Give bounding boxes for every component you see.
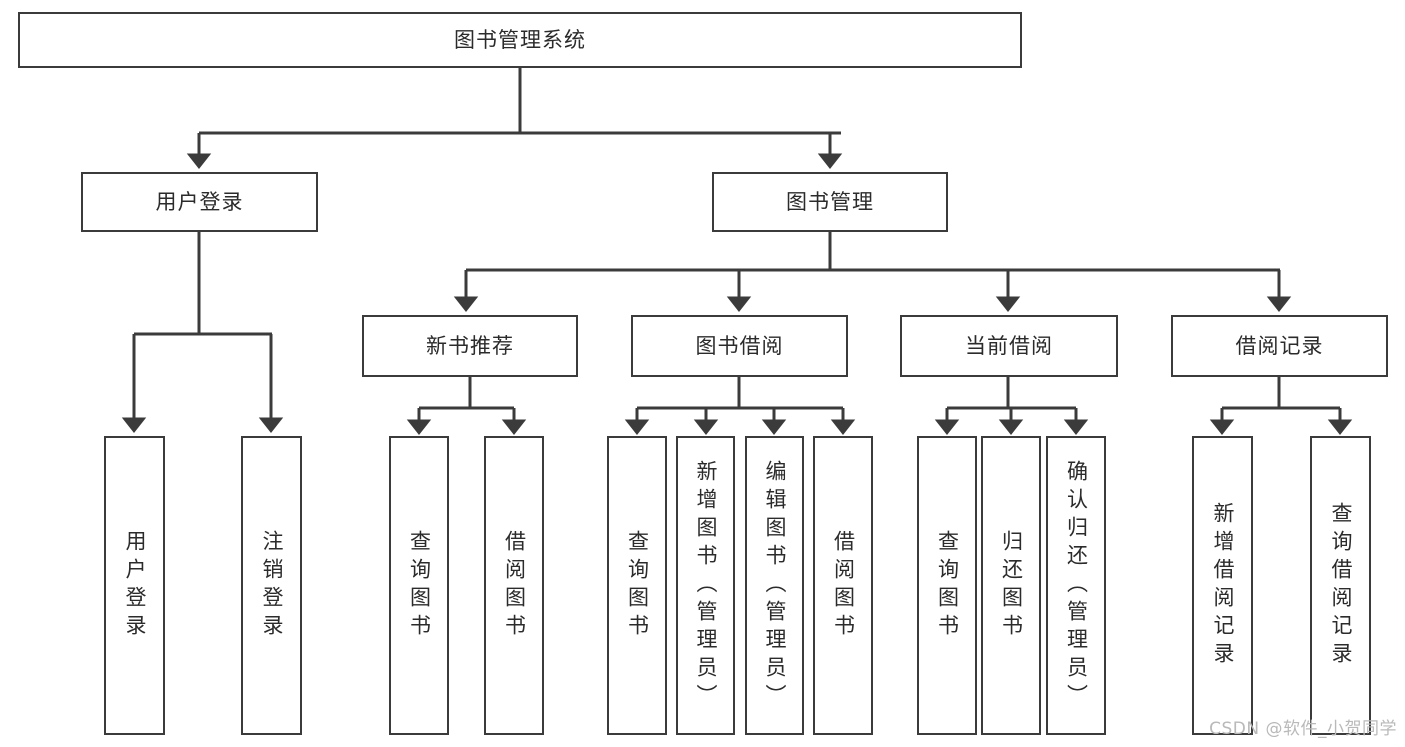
node-leaf-borrow-book-2[interactable]: 借阅图书 [813, 436, 873, 735]
node-leaf-return-book[interactable]: 归还图书 [981, 436, 1041, 735]
node-leaf-query-book-2[interactable]: 查询图书 [607, 436, 667, 735]
node-leaf-edit-book[interactable]: 编辑图书（管理员） [745, 436, 804, 735]
node-label: 图书管理 [786, 189, 874, 214]
node-leaf-user-login[interactable]: 用户登录 [104, 436, 165, 735]
node-label: 新增借阅记录 [1211, 501, 1235, 670]
node-leaf-add-record[interactable]: 新增借阅记录 [1192, 436, 1253, 735]
node-book-borrow[interactable]: 图书借阅 [631, 315, 848, 377]
node-label: 注销登录 [260, 529, 284, 642]
node-new-book-recommend[interactable]: 新书推荐 [362, 315, 578, 377]
node-label: 当前借阅 [965, 333, 1053, 358]
node-leaf-confirm-return[interactable]: 确认归还（管理员） [1046, 436, 1106, 735]
node-label: 用户登录 [155, 189, 244, 214]
node-label: 归还图书 [999, 529, 1024, 642]
node-label: 借阅图书 [831, 529, 856, 642]
node-label: 借阅记录 [1235, 333, 1324, 358]
node-label: 新增图书（管理员） [694, 459, 718, 712]
node-leaf-borrow-book-1[interactable]: 借阅图书 [484, 436, 544, 735]
node-label: 查询图书 [407, 529, 432, 642]
node-current-borrow[interactable]: 当前借阅 [900, 315, 1118, 377]
node-label: 查询图书 [935, 529, 960, 642]
node-label: 图书管理系统 [454, 27, 586, 52]
node-borrow-record[interactable]: 借阅记录 [1171, 315, 1388, 377]
node-leaf-user-logout[interactable]: 注销登录 [241, 436, 302, 735]
node-leaf-query-book-1[interactable]: 查询图书 [389, 436, 449, 735]
node-label: 新书推荐 [426, 333, 514, 358]
node-label: 编辑图书（管理员） [763, 459, 787, 712]
node-label: 确认归还（管理员） [1064, 459, 1089, 712]
node-label: 查询借阅记录 [1329, 501, 1353, 670]
node-label: 查询图书 [625, 529, 650, 642]
node-leaf-query-record[interactable]: 查询借阅记录 [1310, 436, 1371, 735]
node-label: 借阅图书 [502, 529, 527, 642]
node-leaf-query-book-3[interactable]: 查询图书 [917, 436, 977, 735]
node-book-manage[interactable]: 图书管理 [712, 172, 948, 232]
node-leaf-add-book[interactable]: 新增图书（管理员） [676, 436, 735, 735]
node-root[interactable]: 图书管理系统 [18, 12, 1022, 68]
node-label: 用户登录 [123, 529, 147, 642]
node-user-login[interactable]: 用户登录 [81, 172, 318, 232]
node-label: 图书借阅 [695, 333, 784, 358]
